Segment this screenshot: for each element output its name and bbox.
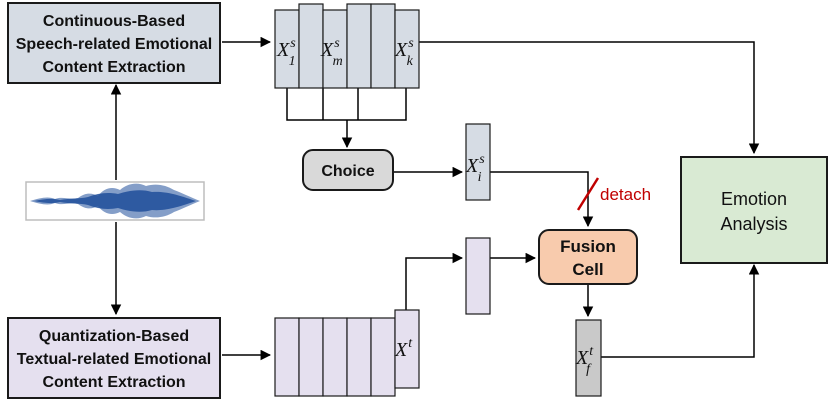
text-intermediate-node [465,237,491,315]
audio-waveform-icon [25,181,205,221]
emotion-label-line-1: Emotion [721,189,787,209]
text-feature-stack: Xt [274,309,420,397]
fusion-label-line-2: Cell [572,260,603,279]
connectors [110,36,760,361]
arrow-speech-features-to-emotion [418,41,760,155]
speech-extraction-line-2: Speech-related Emotional [16,36,213,53]
text-extraction-line-3: Content Extraction [42,374,185,391]
emotion-analysis-box: Emotion Analysis [680,156,828,264]
text-feature-label: Xt [394,336,413,361]
fusion-label-line-1: Fusion [560,237,616,256]
text-extraction-box: Quantization-Based Textual-related Emoti… [7,317,221,399]
arrow-selected-to-fusion [490,171,594,228]
bracket-speech-features [286,88,407,121]
emotion-label-line-2: Analysis [720,214,787,234]
fusion-cell-box: Fusion Cell [538,229,638,285]
choice-label: Choice [321,163,374,180]
speech-extraction-line-3: Content Extraction [42,59,185,76]
text-extraction-line-1: Quantization-Based [39,328,189,345]
arrow-fused-to-emotion [601,263,760,358]
arrow-text-features-to-intermediate [405,252,464,310]
text-extraction-line-2: Textual-related Emotional [17,351,211,368]
speech-extraction-box: Continuous-Based Speech-related Emotiona… [7,2,221,84]
choice-box: Choice [302,149,394,191]
detach-slash-icon [576,177,600,211]
speech-extraction-line-1: Continuous-Based [43,13,185,30]
detach-label: detach [600,185,651,204]
